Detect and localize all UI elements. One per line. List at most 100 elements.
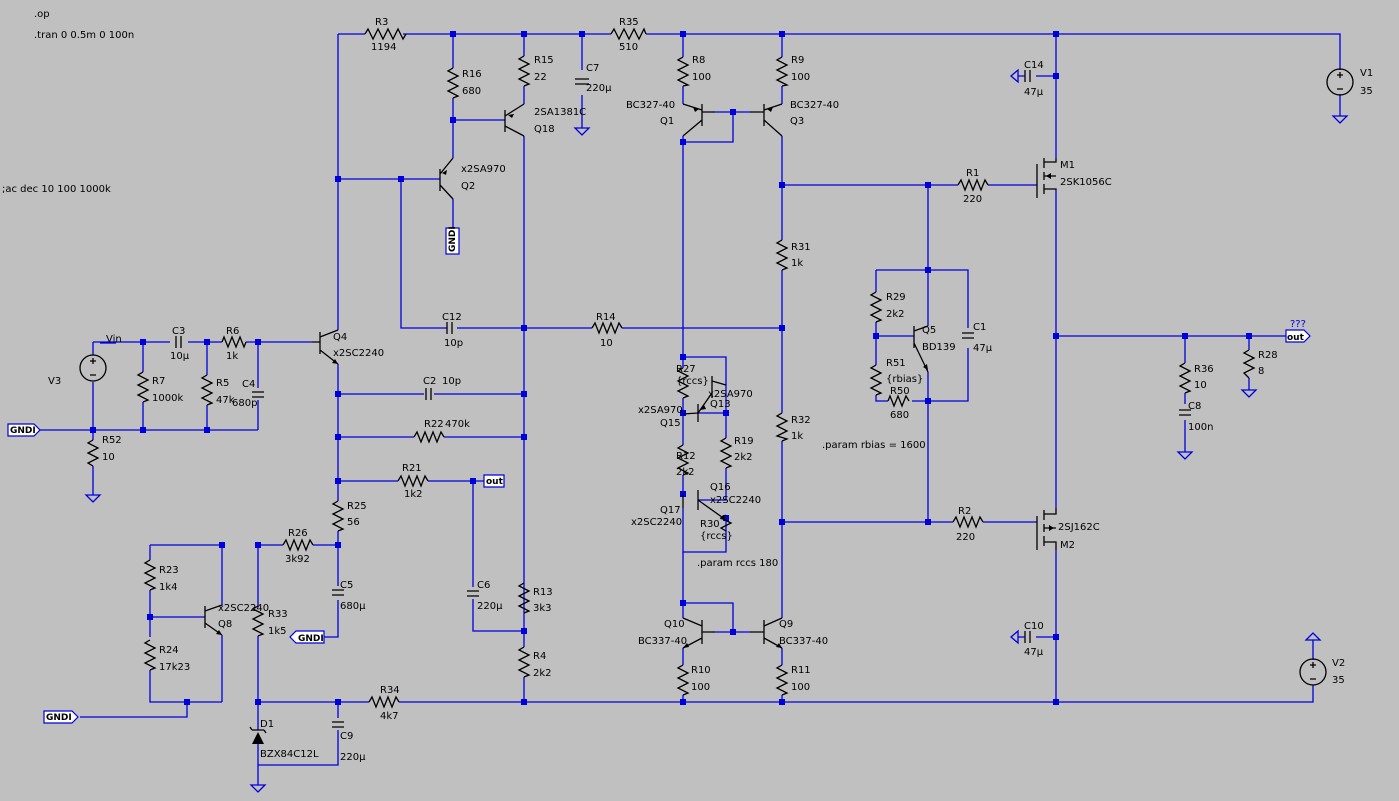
label-c10-value[interactable]: 47µ xyxy=(1024,647,1044,658)
capacitor-c3[interactable] xyxy=(175,336,182,348)
label-r16-name[interactable]: R16 xyxy=(462,69,482,80)
label-r51-name[interactable]: R51 xyxy=(886,358,906,369)
out-flag-output[interactable]: out ??? xyxy=(1285,319,1311,343)
label-r25-name[interactable]: R25 xyxy=(347,501,367,512)
capacitor-c1[interactable] xyxy=(962,332,974,339)
label-r50-value[interactable]: 680 xyxy=(890,410,909,421)
label-r33-name[interactable]: R33 xyxy=(268,609,288,620)
label-q13-name[interactable]: Q13 xyxy=(710,399,731,410)
resistor-r14[interactable] xyxy=(591,321,623,335)
label-r16-value[interactable]: 680 xyxy=(462,86,481,97)
resistor-r10[interactable] xyxy=(676,664,690,696)
label-r2-name[interactable]: R2 xyxy=(958,506,971,517)
resistor-r52[interactable] xyxy=(86,439,100,467)
transistor-q3[interactable] xyxy=(750,103,783,137)
label-m2-value[interactable]: 2SJ162C xyxy=(1058,522,1100,533)
label-r5-value[interactable]: 47k xyxy=(216,395,235,406)
capacitor-c6[interactable] xyxy=(467,590,479,597)
capacitor-c8[interactable] xyxy=(1179,409,1191,416)
label-r52-name[interactable]: R52 xyxy=(102,435,122,446)
label-q13-value[interactable]: x2SA970 xyxy=(708,389,753,400)
label-r32-name[interactable]: R32 xyxy=(791,415,811,426)
resistor-r34[interactable] xyxy=(368,695,400,709)
label-q17-value[interactable]: x2SC2240 xyxy=(631,517,682,528)
label-r1-value[interactable]: 220 xyxy=(963,194,982,205)
label-c8-name[interactable]: C8 xyxy=(1188,401,1201,412)
resistor-r7[interactable] xyxy=(136,371,150,403)
directive-ac[interactable]: ;ac dec 10 100 1000k xyxy=(2,184,111,195)
gndi-flag-c5[interactable]: GNDI xyxy=(289,630,325,644)
label-r19-name[interactable]: R19 xyxy=(734,436,754,447)
label-r35-value[interactable]: 510 xyxy=(619,42,638,53)
label-r10-value[interactable]: 100 xyxy=(691,682,710,693)
label-r8-name[interactable]: R8 xyxy=(692,55,705,66)
label-v1-name[interactable]: V1 xyxy=(1360,68,1373,79)
label-r1-name[interactable]: R1 xyxy=(966,168,979,179)
label-c8-value[interactable]: 100n xyxy=(1188,422,1213,433)
label-q18-name[interactable]: Q18 xyxy=(534,124,555,135)
capacitor-c7[interactable] xyxy=(575,78,589,85)
label-r2-value[interactable]: 220 xyxy=(956,532,975,543)
label-q8-value[interactable]: x2SC2240 xyxy=(218,603,269,614)
label-r5-name[interactable]: R5 xyxy=(216,378,229,389)
label-q17-name[interactable]: Q17 xyxy=(660,505,681,516)
label-r11-name[interactable]: R11 xyxy=(791,665,811,676)
resistor-r8[interactable] xyxy=(676,56,690,87)
resistor-r33[interactable] xyxy=(251,605,265,637)
label-r32-value[interactable]: 1k xyxy=(791,431,803,442)
label-r14-value[interactable]: 10 xyxy=(600,338,613,349)
transistor-q4[interactable] xyxy=(312,329,339,365)
label-c5-name[interactable]: C5 xyxy=(340,580,353,591)
label-c12-name[interactable]: C12 xyxy=(442,312,462,323)
label-q8-name[interactable]: Q8 xyxy=(218,619,232,630)
label-q5-name[interactable]: Q5 xyxy=(922,325,936,336)
label-d1-value[interactable]: BZX84C12L xyxy=(260,749,319,760)
capacitor-c9[interactable] xyxy=(332,721,344,728)
directive-rbias[interactable]: .param rbias = 1600 xyxy=(822,440,926,451)
label-v2-value[interactable]: 35 xyxy=(1332,675,1345,686)
resistor-r51[interactable] xyxy=(869,364,883,396)
label-q15-name[interactable]: Q15 xyxy=(660,418,681,429)
label-r24-value[interactable]: 17k23 xyxy=(159,662,190,673)
resistor-r11[interactable] xyxy=(775,664,789,696)
label-q3-name[interactable]: Q3 xyxy=(790,116,804,127)
transistor-q1[interactable] xyxy=(682,103,715,137)
label-r9-value[interactable]: 100 xyxy=(791,72,810,83)
label-r30-value[interactable]: {rccs} xyxy=(700,531,733,542)
label-r6-name[interactable]: R6 xyxy=(226,326,239,337)
label-c6-name[interactable]: C6 xyxy=(477,580,490,591)
label-r34-value[interactable]: 4k7 xyxy=(380,711,399,722)
capacitor-c12[interactable] xyxy=(446,322,453,334)
resistor-r35[interactable] xyxy=(610,27,647,41)
label-c12-value[interactable]: 10p xyxy=(444,338,463,349)
label-r22-name[interactable]: R22 xyxy=(424,419,444,430)
resistor-r24[interactable] xyxy=(143,639,157,671)
label-r30-name[interactable]: R30 xyxy=(700,519,720,530)
transistor-q16[interactable] xyxy=(697,490,727,521)
label-v3-name[interactable]: V3 xyxy=(48,376,61,387)
label-r31-name[interactable]: R31 xyxy=(791,242,811,253)
label-r8-value[interactable]: 100 xyxy=(692,72,711,83)
label-r52-value[interactable]: 10 xyxy=(102,452,115,463)
label-r11-value[interactable]: 100 xyxy=(791,682,810,693)
resistor-r22[interactable] xyxy=(413,430,445,444)
label-r3-value[interactable]: 1194 xyxy=(371,42,396,53)
label-r28-value[interactable]: 8 xyxy=(1258,366,1264,377)
label-q5-value[interactable]: BD139 xyxy=(922,342,956,353)
mosfet-m2[interactable] xyxy=(1036,508,1057,550)
resistor-r32[interactable] xyxy=(775,412,789,442)
label-q16-value[interactable]: x2SC2240 xyxy=(710,495,761,506)
label-r28-name[interactable]: R28 xyxy=(1258,350,1278,361)
capacitor-c5[interactable] xyxy=(332,589,344,596)
label-v2-name[interactable]: V2 xyxy=(1332,658,1345,669)
resistor-r28[interactable] xyxy=(1242,349,1256,379)
label-r23-name[interactable]: R23 xyxy=(159,565,179,576)
label-r12-value[interactable]: 2k2 xyxy=(676,467,695,478)
label-c3-value[interactable]: 10µ xyxy=(170,351,190,362)
label-c1-value[interactable]: 47µ xyxy=(973,343,993,354)
capacitor-c2[interactable] xyxy=(425,388,432,400)
label-r21-value[interactable]: 1k2 xyxy=(404,489,423,500)
label-r26-name[interactable]: R26 xyxy=(288,528,308,539)
label-r21-name[interactable]: R21 xyxy=(402,463,422,474)
